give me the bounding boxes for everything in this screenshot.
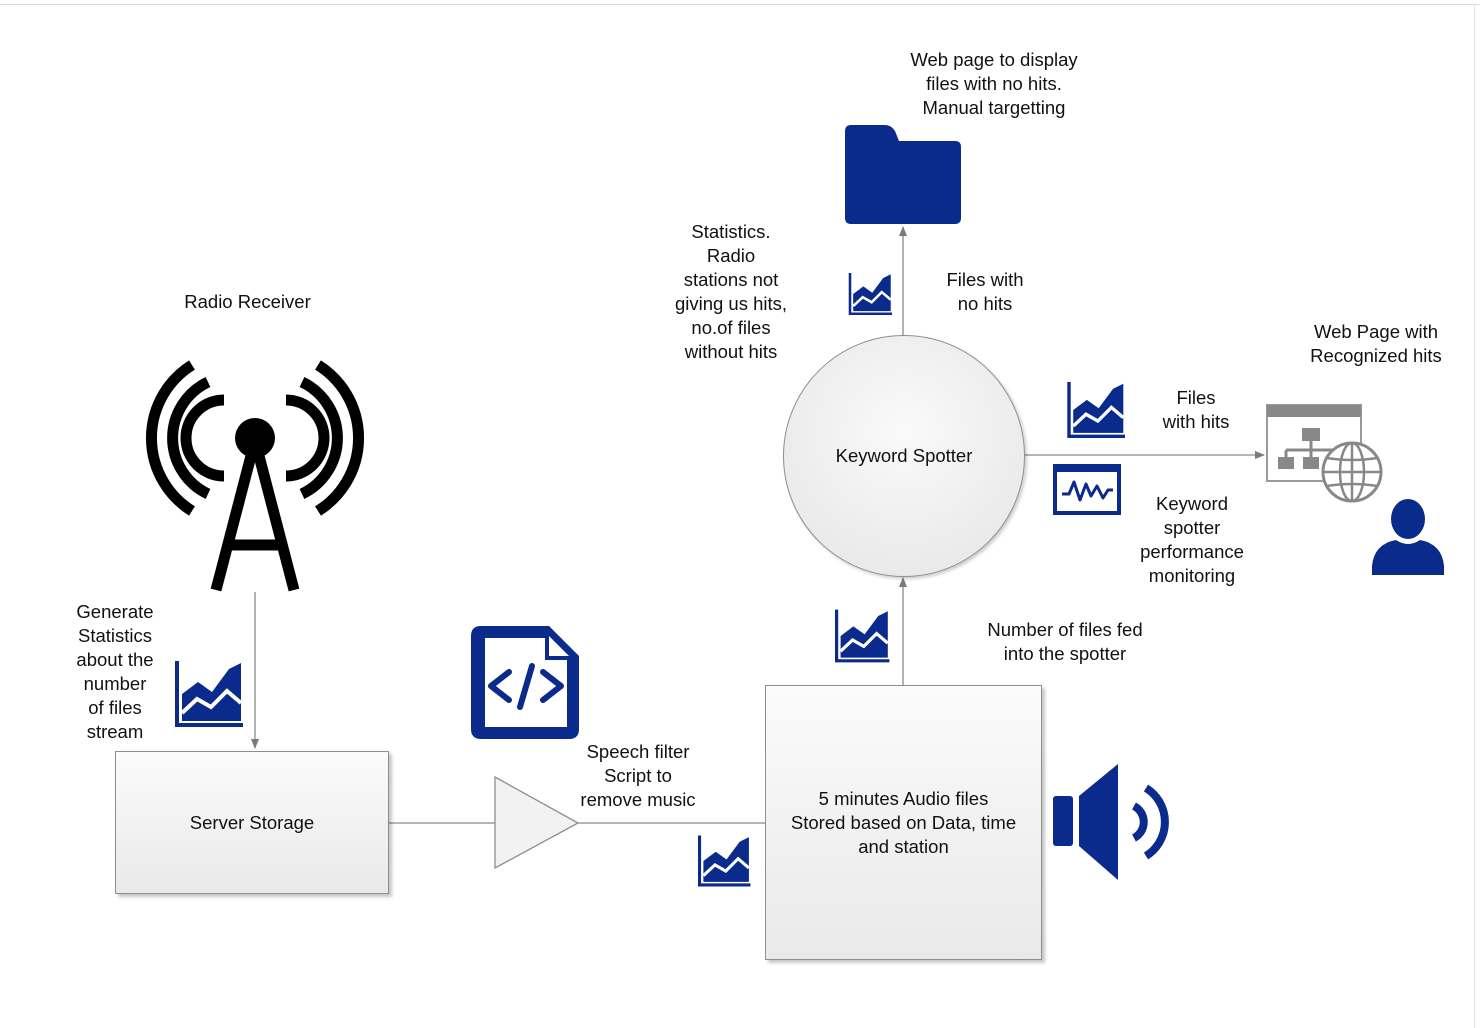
label-statistics-radio: Statistics. Radio stations not giving us… — [674, 221, 788, 362]
chart-icon — [698, 835, 751, 887]
label-speech-filter: Speech filter Script to remove music — [580, 741, 696, 810]
label-generate-statistics: Generate Statistics about the number of … — [76, 601, 154, 742]
sitemap-globe-icon — [1266, 404, 1383, 503]
chart-icon — [848, 273, 892, 315]
label-performance-monitoring: Keyword spotter performance monitoring — [1140, 493, 1244, 586]
audio-files-label: 5 minutes Audio files Stored based on Da… — [790, 787, 1017, 857]
amplifier-icon — [494, 775, 580, 870]
code-file-icon — [471, 626, 579, 739]
label-files-no-hits: Files with no hits — [946, 269, 1024, 314]
speaker-icon — [1053, 764, 1169, 880]
label-web-page-no-hits: Web page to display files with no hits. … — [910, 49, 1078, 118]
keyword-spotter-label: Keyword Spotter — [835, 445, 973, 466]
monitor-waveform-icon — [1053, 464, 1121, 515]
chart-icon — [835, 609, 890, 663]
audio-files-node: 5 minutes Audio files Stored based on Da… — [765, 685, 1042, 960]
folder-icon — [845, 125, 961, 224]
chart-icon — [1067, 382, 1125, 438]
radio-tower-icon — [146, 360, 364, 592]
top-border — [0, 4, 1480, 5]
right-border — [1474, 4, 1475, 1028]
chart-icon — [175, 661, 243, 727]
keyword-spotter-node: Keyword Spotter — [783, 335, 1025, 577]
label-files-with-hits: Files with hits — [1162, 387, 1230, 432]
label-number-of-files-fed: Number of files fed into the spotter — [987, 619, 1143, 664]
label-web-page-with-hits: Web Page with Recognized hits — [1310, 321, 1442, 366]
user-icon — [1372, 499, 1444, 575]
server-storage-label: Server Storage — [189, 811, 315, 833]
label-radio-receiver: Radio Receiver — [184, 291, 311, 312]
server-storage-node: Server Storage — [115, 751, 389, 894]
